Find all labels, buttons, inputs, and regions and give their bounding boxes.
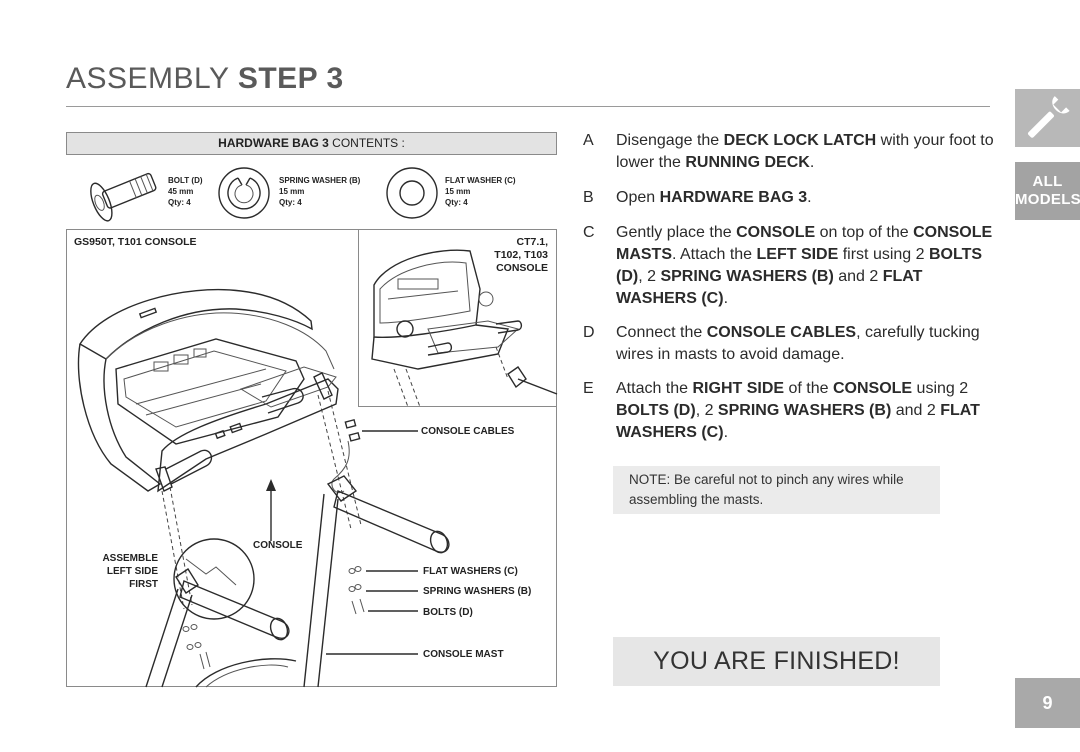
spring-washer-icon	[218, 167, 270, 219]
label-assemble-line1: ASSEMBLE	[102, 553, 158, 564]
hardware-item-flat-washer: FLAT WASHER (C) 15 mm Qty: 4	[445, 175, 516, 208]
hardware-item-spring-washer-qty: Qty: 4	[279, 198, 302, 207]
finished-banner: YOU ARE FINISHED!	[613, 637, 940, 686]
step-c-text: Gently place the CONSOLE on top of the C…	[616, 224, 993, 307]
hardware-bag-contents: CONTENTS :	[332, 136, 405, 150]
inset-console-illustration	[371, 249, 558, 408]
hardware-item-bolt-qty: Qty: 4	[168, 198, 191, 207]
page-number: 9	[1015, 678, 1080, 728]
step-c-letter: C	[583, 224, 595, 241]
label-assemble-line2: LEFT SIDE	[106, 566, 158, 577]
all-models-line2: MODELS	[1015, 191, 1080, 208]
label-assemble-line3: FIRST	[129, 579, 158, 590]
page-title: ASSEMBLY STEP 3	[66, 62, 344, 96]
assembly-diagram	[66, 229, 557, 687]
note-box: NOTE: Be careful not to pinch any wires …	[613, 466, 940, 514]
hardware-item-bolt-size: 45 mm	[168, 187, 194, 196]
label-console: CONSOLE	[253, 540, 303, 551]
label-bolts: BOLTS (D)	[423, 607, 473, 618]
step-b-letter: B	[583, 189, 594, 206]
bolt-icon	[90, 172, 157, 222]
label-inset-console: CT7.1, T102, T103 CONSOLE	[470, 236, 548, 275]
label-console-cables: CONSOLE CABLES	[421, 426, 515, 437]
hardware-item-bolt: BOLT (D) 45 mm Qty: 4	[168, 175, 203, 208]
title-light: ASSEMBLY	[66, 62, 229, 95]
all-models-tab: ALL MODELS	[1015, 162, 1080, 220]
hardware-item-flat-washer-qty: Qty: 4	[445, 198, 468, 207]
hardware-item-spring-washer-name: SPRING WASHER (B)	[279, 176, 361, 185]
step-a-text: Disengage the DECK LOCK LATCH with your …	[616, 132, 994, 171]
step-e-text: Attach the RIGHT SIDE of the CONSOLE usi…	[616, 380, 980, 441]
label-console-mast: CONSOLE MAST	[423, 649, 504, 660]
step-d-letter: D	[583, 324, 595, 341]
wrench-icon	[1028, 96, 1070, 138]
label-spring-washers: SPRING WASHERS (B)	[423, 586, 532, 597]
step-a-letter: A	[583, 132, 594, 149]
inset-console-diagram	[358, 229, 557, 407]
hardware-item-bolt-name: BOLT (D)	[168, 176, 203, 185]
hardware-item-flat-washer-size: 15 mm	[445, 187, 471, 196]
title-step: STEP 3	[237, 62, 344, 95]
step-d-text: Connect the CONSOLE CABLES, carefully tu…	[616, 324, 980, 363]
label-flat-washers: FLAT WASHERS (C)	[423, 566, 518, 577]
label-main-console: GS950T, T101 CONSOLE	[74, 236, 197, 248]
hardware-item-spring-washer-size: 15 mm	[279, 187, 305, 196]
hardware-item-spring-washer: SPRING WASHER (B) 15 mm Qty: 4	[279, 175, 360, 208]
all-models-line1: ALL	[1032, 173, 1063, 190]
flat-washer-icon	[386, 167, 438, 219]
console-illustration	[77, 288, 450, 688]
label-inset-console-line2: T102, T103	[494, 249, 548, 261]
hardware-item-flat-washer-name: FLAT WASHER (C)	[445, 176, 516, 185]
title-divider	[66, 106, 990, 107]
label-inset-console-line1: CT7.1,	[516, 236, 548, 248]
step-b-text: Open HARDWARE BAG 3.	[616, 189, 812, 206]
wrench-tab	[1015, 89, 1080, 147]
step-e-letter: E	[583, 380, 594, 397]
label-assemble-left-side-first: ASSEMBLE LEFT SIDE FIRST	[80, 552, 158, 591]
label-inset-console-line3: CONSOLE	[496, 262, 548, 274]
hardware-bag-title: HARDWARE BAG 3	[218, 136, 329, 150]
hardware-bag-bar: HARDWARE BAG 3 CONTENTS :	[66, 132, 557, 155]
